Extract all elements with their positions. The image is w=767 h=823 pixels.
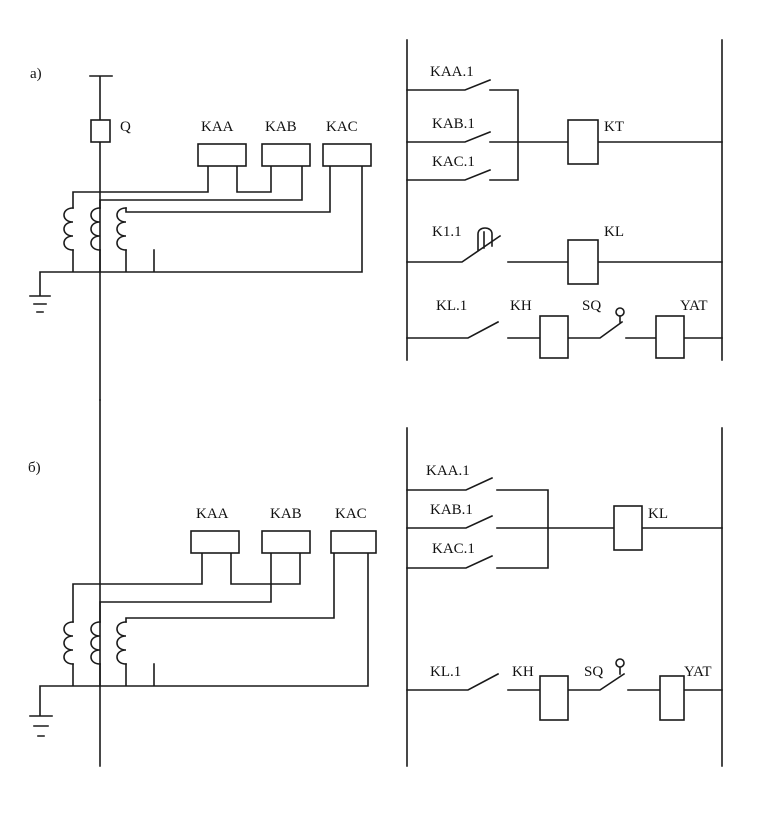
kl1-b-label: KL.1	[430, 664, 461, 680]
yat-coil-b	[659, 675, 685, 721]
contact-kaa1-b-label: KAA.1	[426, 463, 470, 479]
diagram-a-label: а)	[30, 66, 42, 82]
relay-kaa-b-label: KAA	[196, 506, 229, 522]
kl1-a-label: KL.1	[436, 298, 467, 314]
output-branch-a	[406, 315, 723, 339]
relay-kab-b	[261, 530, 311, 554]
yat-coil-a	[655, 315, 685, 359]
coil-kl-b-label: KL	[648, 506, 668, 522]
timer-branch-a	[406, 227, 723, 263]
breaker-q	[90, 119, 111, 143]
relay-kac-a	[322, 143, 372, 167]
breaker-q-label: Q	[120, 119, 131, 135]
coil-kt	[567, 119, 599, 165]
contact-kaa1-a-label: KAA.1	[430, 64, 474, 80]
coil-kl-a	[567, 239, 599, 285]
sq-indicator-a	[615, 307, 625, 317]
yat-a-label: YAT	[680, 298, 708, 314]
contact-kab1-b-label: KAB.1	[430, 502, 473, 518]
relay-kac-b-label: KAC	[335, 506, 367, 522]
contact-kac1-b-label: KAC.1	[432, 541, 475, 557]
rails-b	[406, 427, 723, 767]
ct-windings-b	[63, 621, 127, 665]
ct-wiring-a	[29, 165, 363, 313]
kh-b-label: KH	[512, 664, 534, 680]
relay-kac-a-label: KAC	[326, 119, 358, 135]
kh-a-label: KH	[510, 298, 532, 314]
contact-k11-label: K1.1	[432, 224, 462, 240]
ct-wiring-b	[29, 552, 369, 737]
rails-a	[406, 39, 723, 361]
sq-indicator-b	[615, 658, 625, 668]
sq-a-label: SQ	[582, 298, 601, 314]
coil-kl-b	[613, 505, 643, 551]
relay-kaa-a-label: KAA	[201, 119, 234, 135]
relay-kab-b-label: KAB	[270, 506, 302, 522]
relay-kab-a-label: KAB	[265, 119, 297, 135]
relay-kaa-b	[190, 530, 240, 554]
coil-kl-a-label: KL	[604, 224, 624, 240]
output-branch-b	[406, 667, 723, 691]
contacts-b	[406, 476, 723, 569]
diagram-a: а) Q KAA KAB KAC KAA.1 KAB.1 KAC.1 KT K1…	[29, 39, 723, 401]
yat-b-label: YAT	[684, 664, 712, 680]
relay-kab-a	[261, 143, 311, 167]
sq-b-label: SQ	[584, 664, 603, 680]
contact-kab1-a-label: KAB.1	[432, 116, 475, 132]
relay-kaa-a	[197, 143, 247, 167]
contact-kac1-a-label: KAC.1	[432, 154, 475, 170]
contacts-a	[406, 78, 723, 181]
coil-kt-label: KT	[604, 119, 624, 135]
kh-coil-a	[539, 315, 569, 359]
kh-coil-b	[539, 675, 569, 721]
ct-windings-a	[63, 207, 127, 251]
diagram-b: б) KAA KAB KAC KAA.1 KAB.1 KAC.1 KL KL.1…	[28, 399, 723, 767]
diagram-b-label: б)	[28, 460, 41, 476]
relay-kac-b	[330, 530, 377, 554]
